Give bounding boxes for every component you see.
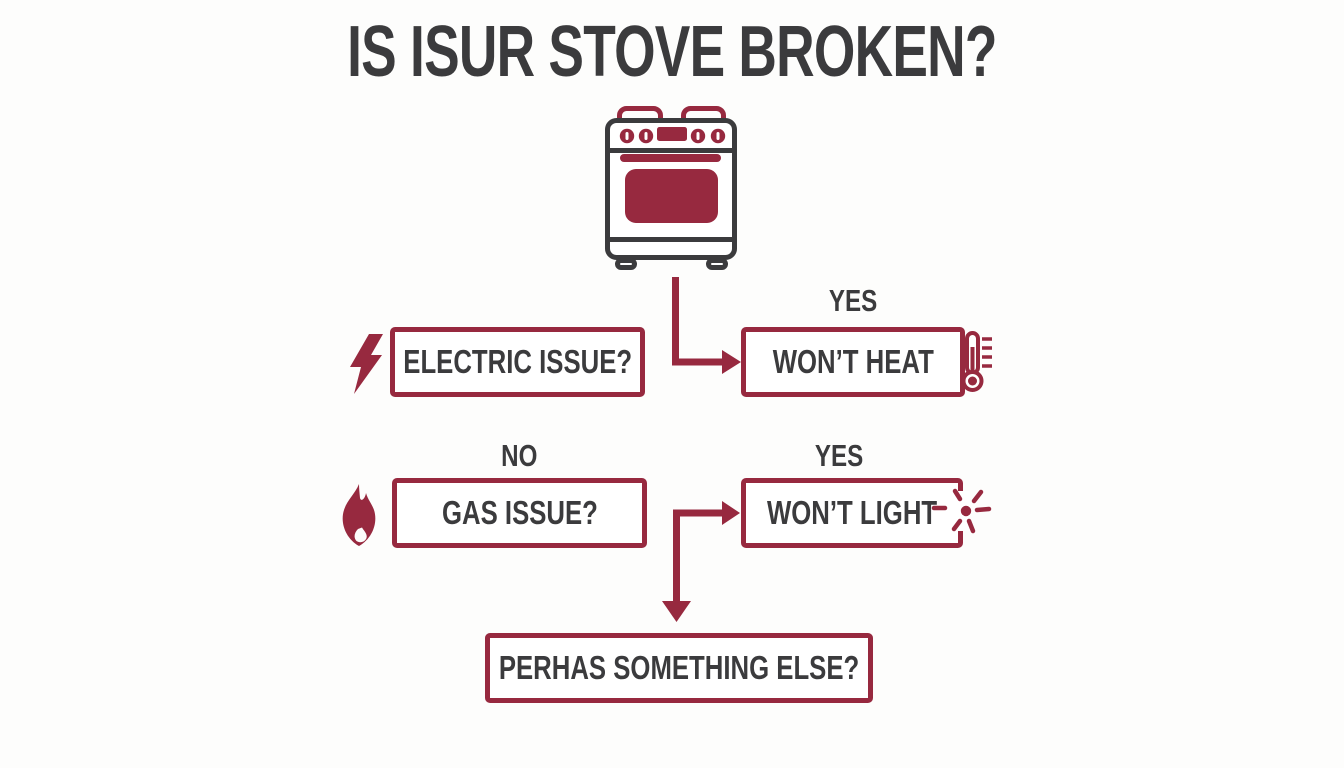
branch-label-yes-heat: YES bbox=[828, 283, 878, 318]
thermometer-icon bbox=[961, 331, 992, 392]
flame-icon bbox=[342, 484, 376, 546]
node-electric-issue-label: ELECTRIC ISSUE? bbox=[403, 343, 632, 380]
node-something-else-label: PERHAS SOMETHING ELSE? bbox=[498, 649, 860, 686]
branch-label-no: NO bbox=[501, 438, 538, 473]
node-wont-light-label: WON’T LIGHT bbox=[766, 494, 938, 531]
page-title: IS ISUR STOVE BROKEN? bbox=[347, 12, 997, 92]
node-electric-issue: ELECTRIC ISSUE? bbox=[390, 327, 645, 397]
spark-icon bbox=[931, 488, 992, 534]
connector-gas-branch bbox=[673, 509, 722, 601]
arrowhead-something-else bbox=[662, 601, 691, 622]
node-gas-issue-label: GAS ISSUE? bbox=[441, 494, 598, 531]
node-wont-heat-label: WON’T HEAT bbox=[772, 343, 934, 380]
branch-label-yes-light: YES bbox=[814, 438, 864, 473]
arrowhead-wont-heat bbox=[722, 350, 741, 374]
connector-stove-to-wont-heat bbox=[672, 277, 722, 366]
stove-icon bbox=[605, 106, 737, 270]
arrowhead-wont-light bbox=[722, 501, 740, 525]
node-something-else: PERHAS SOMETHING ELSE? bbox=[485, 633, 873, 703]
node-wont-heat: WON’T HEAT bbox=[741, 327, 965, 397]
lightning-bolt-icon bbox=[350, 334, 383, 394]
node-gas-issue: GAS ISSUE? bbox=[392, 478, 647, 548]
node-wont-light: WON’T LIGHT bbox=[741, 478, 963, 548]
